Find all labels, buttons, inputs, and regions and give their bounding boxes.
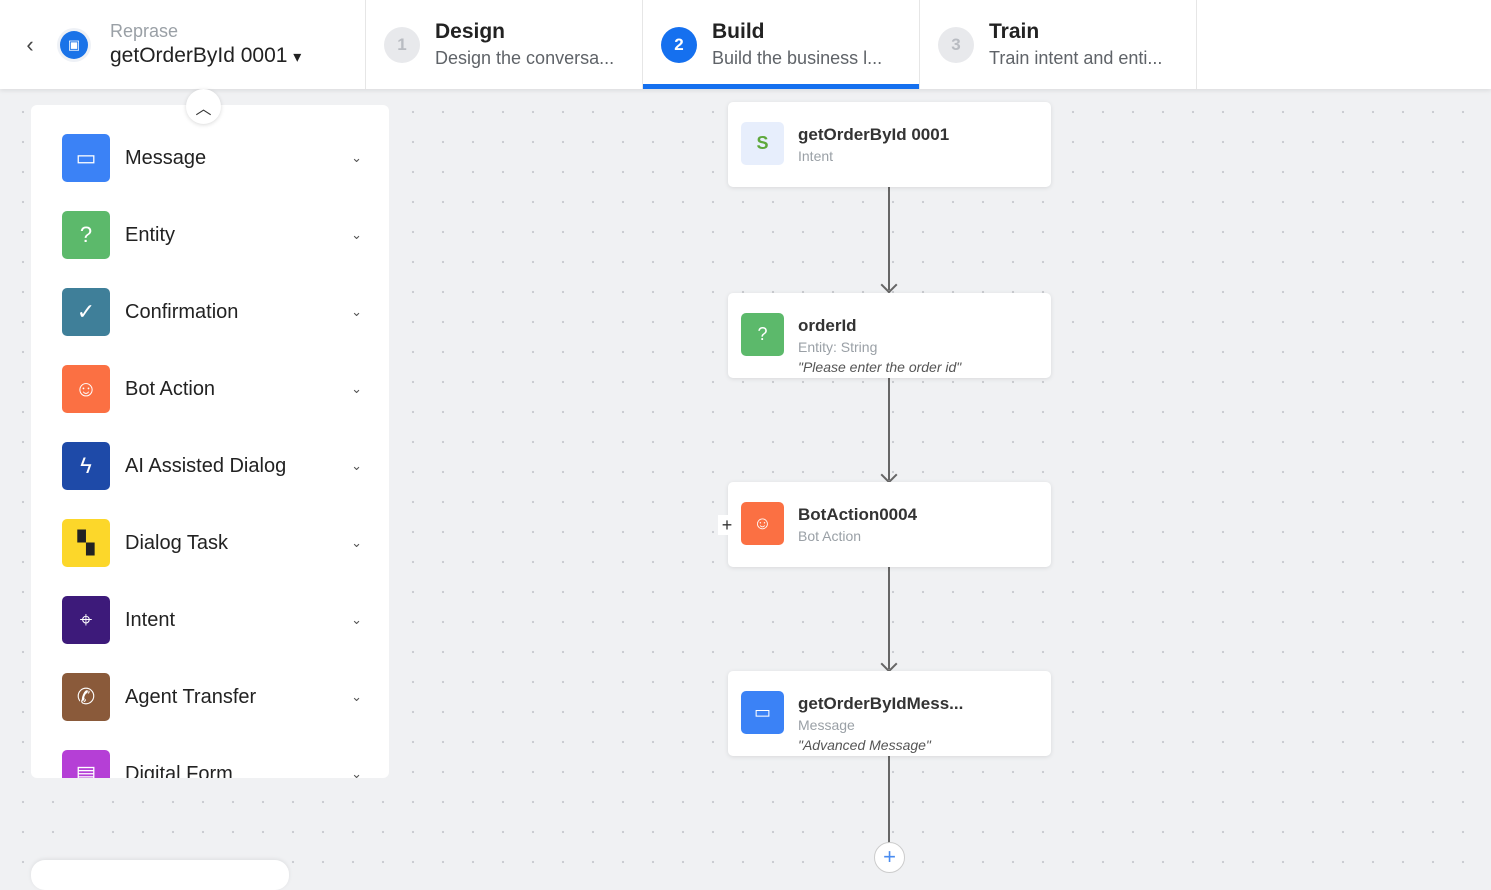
connector bbox=[888, 567, 890, 669]
palette-item-message[interactable]: ▭ Message ⌄ bbox=[62, 134, 362, 182]
bot-logo-icon: ▣ bbox=[60, 30, 88, 59]
palette-label: AI Assisted Dialog bbox=[125, 454, 287, 477]
intent-crosshair-icon: ⌖ bbox=[62, 596, 110, 644]
palette-label: Agent Transfer bbox=[125, 685, 257, 708]
dialog-task-icon: ▚ bbox=[62, 519, 110, 567]
node-subtitle: Entity: String bbox=[798, 339, 878, 355]
step-desc: Design the conversa... bbox=[435, 48, 615, 68]
palette-item-digital-form[interactable]: ▤ Digital Form ⌄ bbox=[62, 750, 362, 778]
palette-label: Message bbox=[125, 146, 207, 169]
step-title: Design bbox=[435, 20, 506, 43]
check-circle-icon: ✓ bbox=[62, 288, 110, 336]
step-number: 3 bbox=[938, 26, 974, 63]
caret-down-icon: ▾ bbox=[293, 49, 302, 66]
palette-item-ai-assisted-dialog[interactable]: ϟ AI Assisted Dialog ⌄ bbox=[62, 442, 362, 490]
collapse-panel-button[interactable]: ︿ bbox=[186, 89, 221, 124]
node-title: orderId bbox=[798, 316, 857, 335]
chevron-down-icon[interactable]: ⌄ bbox=[351, 535, 362, 550]
bottom-panel bbox=[31, 860, 289, 890]
back-button[interactable]: ‹ bbox=[0, 0, 60, 89]
palette-item-bot-action[interactable]: ☺ Bot Action ⌄ bbox=[62, 365, 362, 413]
connector bbox=[888, 756, 890, 844]
palette-item-intent[interactable]: ⌖ Intent ⌄ bbox=[62, 596, 362, 644]
phone-transfer-icon: ✆ bbox=[62, 673, 110, 721]
node-subtitle: Intent bbox=[798, 148, 834, 164]
chevron-down-icon[interactable]: ⌄ bbox=[351, 612, 362, 627]
palette-item-dialog-task[interactable]: ▚ Dialog Task ⌄ bbox=[62, 519, 362, 567]
node-subtitle: Bot Action bbox=[798, 528, 862, 544]
step-title: Build bbox=[712, 20, 765, 43]
palette-label: Intent bbox=[125, 608, 176, 631]
node-title: getOrderByIdMess... bbox=[798, 694, 964, 713]
entity-icon: ? bbox=[741, 313, 784, 356]
chevron-up-icon: ︿ bbox=[195, 100, 212, 118]
node-title: getOrderById 0001 bbox=[798, 125, 950, 144]
palette-label: Dialog Task bbox=[125, 531, 229, 554]
step-title: Train bbox=[989, 20, 1040, 43]
palette-item-entity[interactable]: ? Entity ⌄ bbox=[62, 211, 362, 259]
chevron-down-icon[interactable]: ⌄ bbox=[351, 689, 362, 704]
project-label: Reprase bbox=[110, 21, 179, 41]
step-desc: Build the business l... bbox=[712, 48, 883, 68]
step-number: 2 bbox=[661, 26, 697, 63]
message-icon: ▭ bbox=[62, 134, 110, 182]
palette-label: Confirmation bbox=[125, 300, 239, 323]
project-selector[interactable]: ▣ Reprase getOrderById 0001 ▾ bbox=[60, 0, 366, 89]
node-palette: ▭ Message ⌄ ? Entity ⌄ ✓ Confirmation ⌄ ☺ Bot A… bbox=[31, 105, 389, 778]
step-desc: Train intent and enti... bbox=[989, 48, 1163, 68]
entity-icon: ? bbox=[62, 211, 110, 259]
node-prompt: "Please enter the order id" bbox=[798, 359, 962, 375]
palette-label: Entity bbox=[125, 223, 176, 246]
palette-item-confirmation[interactable]: ✓ Confirmation ⌄ bbox=[62, 288, 362, 336]
chevron-down-icon[interactable]: ⌄ bbox=[351, 381, 362, 396]
palette-label: Bot Action bbox=[125, 377, 216, 400]
form-icon: ▤ bbox=[62, 750, 110, 778]
shopify-bag-icon: S bbox=[741, 122, 784, 165]
chevron-down-icon[interactable]: ⌄ bbox=[351, 766, 362, 778]
node-title: BotAction0004 bbox=[798, 505, 918, 524]
palette-label: Digital Form bbox=[125, 762, 233, 779]
add-node-button[interactable]: + bbox=[874, 842, 905, 873]
bot-action-icon: ☺ bbox=[62, 365, 110, 413]
node-prompt: "Advanced Message" bbox=[798, 737, 931, 753]
project-name: getOrderById 0001 bbox=[110, 44, 288, 67]
expand-plus-icon[interactable]: + bbox=[718, 515, 736, 535]
bot-action-icon: ☺ bbox=[741, 502, 784, 545]
palette-item-agent-transfer[interactable]: ✆ Agent Transfer ⌄ bbox=[62, 673, 362, 721]
connector bbox=[888, 378, 890, 480]
chevron-down-icon[interactable]: ⌄ bbox=[351, 150, 362, 165]
connector bbox=[888, 187, 890, 290]
node-subtitle: Message bbox=[798, 717, 855, 733]
chevron-left-icon: ‹ bbox=[26, 31, 34, 57]
message-icon: ▭ bbox=[741, 691, 784, 734]
chevron-down-icon[interactable]: ⌄ bbox=[351, 227, 362, 242]
flow-node-message[interactable]: ▭ getOrderByIdMess... Message "Advanced Me… bbox=[728, 671, 1051, 756]
chevron-down-icon[interactable]: ⌄ bbox=[351, 458, 362, 473]
step-number: 1 bbox=[384, 26, 420, 63]
chevron-down-icon[interactable]: ⌄ bbox=[351, 304, 362, 319]
lightning-icon: ϟ bbox=[62, 442, 110, 490]
